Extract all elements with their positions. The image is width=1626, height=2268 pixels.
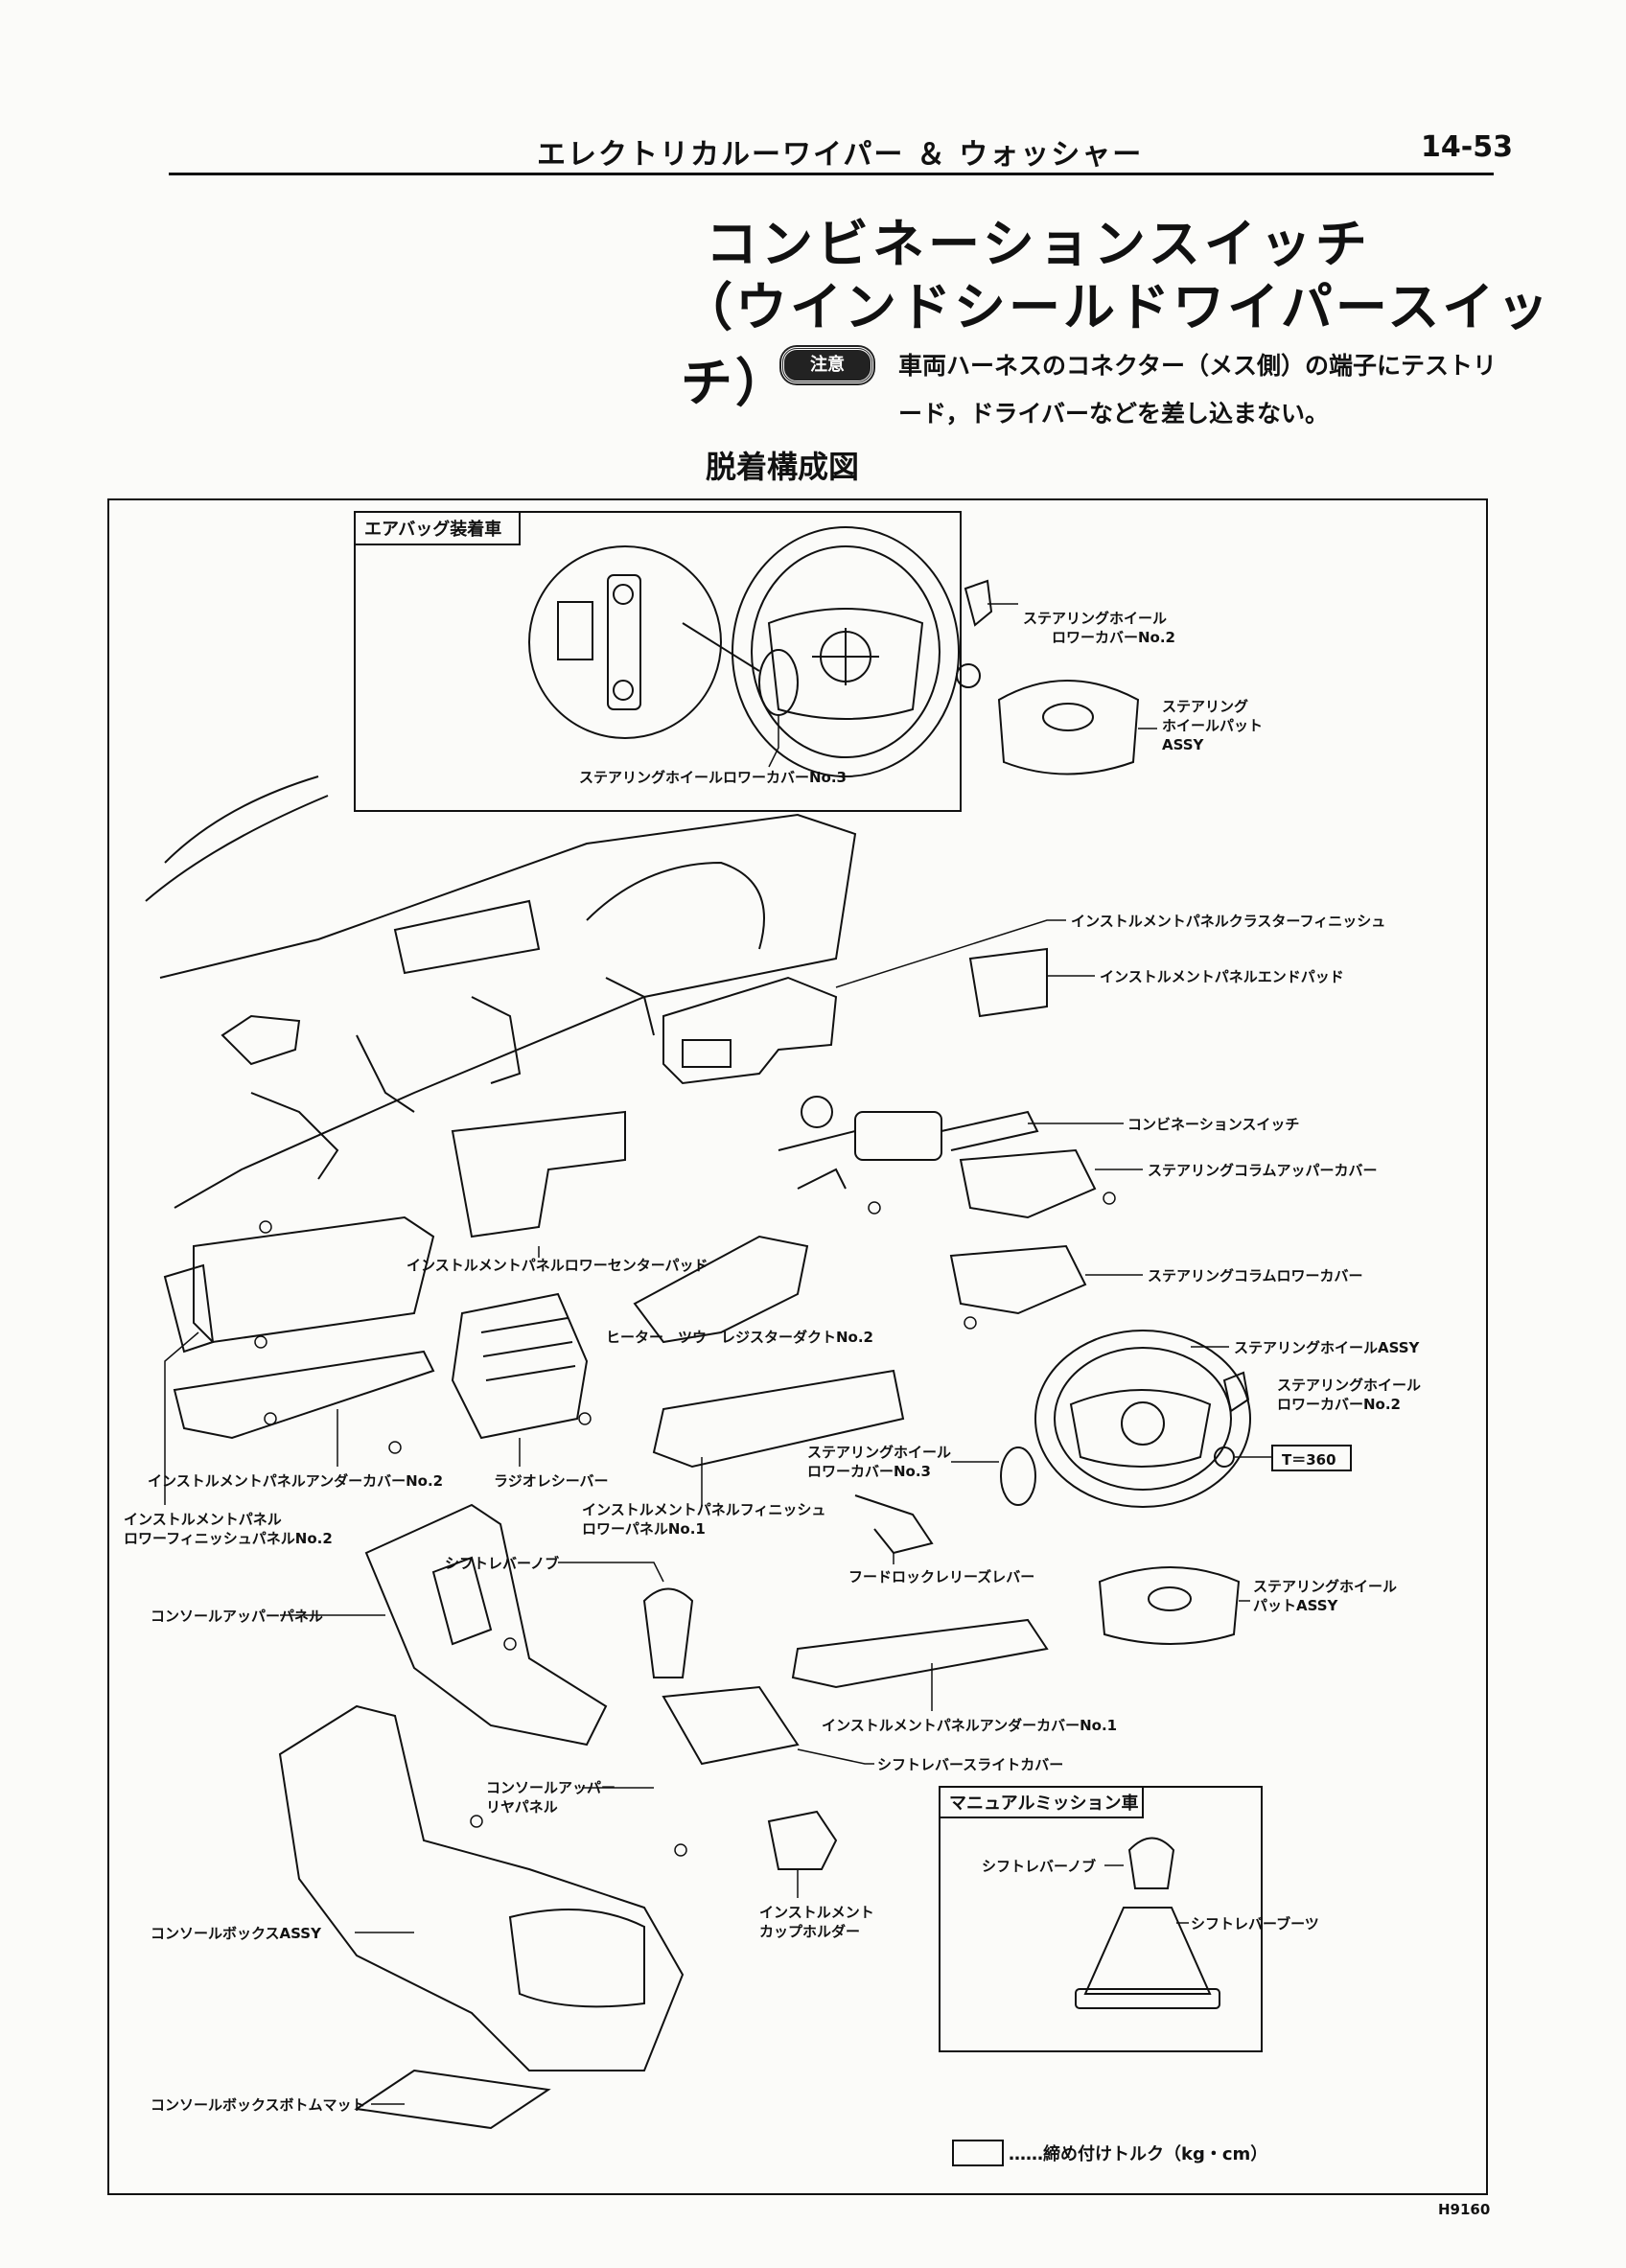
label-lower-finish-no1-b: ロワーパネルNo.1 [582,1520,706,1538]
hood-lock-lever [854,1494,934,1555]
combination-switch [778,1096,1039,1190]
cup-holder [767,1810,838,1870]
wheel-lower-cover-no2 [1222,1371,1250,1413]
label-lower-finish-no2-a: インストルメントパネル [124,1511,282,1528]
lower-center-pad [451,1110,626,1238]
wheel-pad-assy [1098,1566,1241,1645]
inset-steering-wheel [732,526,960,777]
label-under-cover-no1: インストルメントパネルアンダーカバーNo.1 [822,1717,1117,1734]
wheel-lower-cover-no3 [1000,1446,1036,1506]
cluster-finish [662,976,838,1085]
inset-label-lower-cover-no3: ステアリングホイールロワーカバーNo.3 [579,769,847,786]
figure-code: H9160 [1438,2201,1491,2218]
label-console-rear-panel-b: リヤパネル [486,1798,558,1816]
manual-label-shift-boot: シフトレバーブーツ [1191,1915,1319,1932]
radio-receiver [451,1292,589,1440]
heater-duct [633,1235,809,1344]
header-rule [169,173,1494,175]
page-title-line2: （ウインドシールドワイパースイッチ） [681,277,1552,413]
label-wheel-lower-cover-no2-a: ステアリングホイール [1277,1377,1421,1394]
airbag-inset-box [354,511,962,812]
dashboard-outline [145,775,857,1209]
label-hood-lock-lever: フードロックレリーズレバー [848,1568,1034,1585]
label-shift-knob: シフトレバーノブ [445,1555,559,1572]
manual-inset-heading-box [939,1786,1144,1818]
console-box-assy [278,1704,685,2071]
label-console-rear-panel-a: コンソールアッパー [486,1779,616,1796]
leader [835,919,1066,988]
inset-label-lower-cover-no2-a: ステアリングホイール [1023,610,1167,627]
console-upper-panel [364,1503,608,1747]
caution-badge: 注意 [781,347,873,383]
label-cup-holder-b: カップホルダー [759,1923,860,1940]
label-end-pad: インストルメントパネルエンドパッド [1100,968,1344,985]
manual-inset-heading: マニュアルミッション車 [949,1793,1138,1814]
label-wheel-lower-cover-no3-b: ロワーカバーNo.3 [807,1463,931,1480]
manual-label-shift-knob: シフトレバーノブ [982,1858,1096,1875]
shift-knob [642,1587,694,1678]
torque-legend-text: ……締め付けトルク（kg・cm） [1009,2143,1267,2164]
header-title: エレクトリカルーワイパー ＆ ウォッシャー [537,138,1144,172]
torque-value: T＝360 [1282,1451,1336,1469]
label-heater-duct: ヒーター ツウ レジスターダクトNo.2 [606,1329,873,1346]
diagram-frame [107,498,1488,2195]
label-lower-center-pad: インストルメントパネルロワーセンターパッド [406,1257,708,1274]
column-lower-cover [949,1244,1087,1315]
console-bottom-mat [354,2069,551,2130]
inset-label-pad-c: ASSY [1162,736,1205,753]
caution-text-line2: ード，ドライバーなどを差し込まない。 [898,400,1330,428]
label-cup-holder-a: インストルメント [759,1904,874,1921]
exploded-diagram: エアバッグ装着車 ステアリングホイール ロワーカバーNo.2 ステアリング ホイ… [124,511,1421,2166]
label-cluster-finish: インストルメントパネルクラスターフィニッシュ [1071,913,1385,930]
label-lower-finish-no1-a: インストルメントパネルフィニッシュ [582,1501,825,1518]
airbag-inset-heading: エアバッグ装着車 [364,519,501,540]
label-wheel-lower-cover-no2-b: ロワーカバーNo.2 [1277,1396,1401,1413]
label-wheel-pad-assy-a: ステアリングホイール [1253,1578,1397,1595]
leader [164,1331,199,1505]
under-cover-no1 [791,1618,1049,1689]
label-radio-receiver: ラジオレシーバー [494,1472,609,1490]
inset-wheel-pad [997,680,1140,775]
inset-label-lower-cover-no2-b: ロワーカバーNo.2 [1052,629,1175,646]
torque-legend-box [952,2140,1004,2166]
label-shift-light-cover: シフトレバースライトカバー [877,1756,1063,1773]
torque-box [1271,1445,1352,1471]
section-title: 脱着構成図 [706,449,860,485]
label-column-upper-cover: ステアリングコラムアッパーカバー [1148,1162,1378,1179]
manual-boot-base [1075,1988,1220,2009]
steering-wheel-assy [1034,1330,1251,1508]
label-console-upper-panel: コンソールアッパーパネル [151,1608,323,1625]
manual-shift-knob [1127,1837,1175,1889]
label-column-lower-cover: ステアリングコラムロワーカバー [1148,1267,1363,1284]
leader [768,715,779,768]
under-cover-no2 [173,1350,435,1440]
manual-shift-boot [1083,1907,1212,1995]
column-upper-cover [959,1148,1097,1219]
leader [797,1748,874,1765]
label-under-cover-no2: インストルメントパネルアンダーカバーNo.2 [148,1472,443,1490]
leader [558,1562,664,1583]
inset-small-cover [956,663,981,688]
fastener-icons [254,1192,1116,1857]
shift-light-cover [662,1685,800,1766]
label-wheel-lower-cover-no3-a: ステアリングホイール [807,1444,951,1461]
airbag-inset-heading-box [354,511,521,545]
magnifier-view [528,545,760,739]
label-wheel-pad-assy-b: パットASSY [1253,1597,1339,1614]
inset-lower-cover-no2 [964,579,993,627]
inset-label-pad-a: ステアリング [1162,698,1248,715]
inset-label-pad-b: ホイールパット [1162,717,1263,734]
label-wheel-assy: ステアリングホイールASSY [1234,1339,1421,1356]
label-combination-switch: コンビネーションスイッチ [1127,1116,1299,1133]
label-console-bottom-mat: コンソールボックスボトムマット [151,2096,366,2114]
lower-finish-panel-no1 [652,1369,905,1469]
wheel-nut [1214,1446,1235,1468]
end-pad [968,947,1048,1018]
glove-box [163,1215,435,1354]
label-lower-finish-no2-b: ロワーフィニッシュパネルNo.2 [124,1530,333,1547]
label-console-box-assy: コンソールボックスASSY [151,1925,322,1942]
page-number: 14-53 [1421,130,1513,164]
page-title-line1: コンビネーションスイッチ [706,214,1371,274]
caution-text-line1: 車両ハーネスのコネクター（メス側）の端子にテストリ [898,352,1498,380]
